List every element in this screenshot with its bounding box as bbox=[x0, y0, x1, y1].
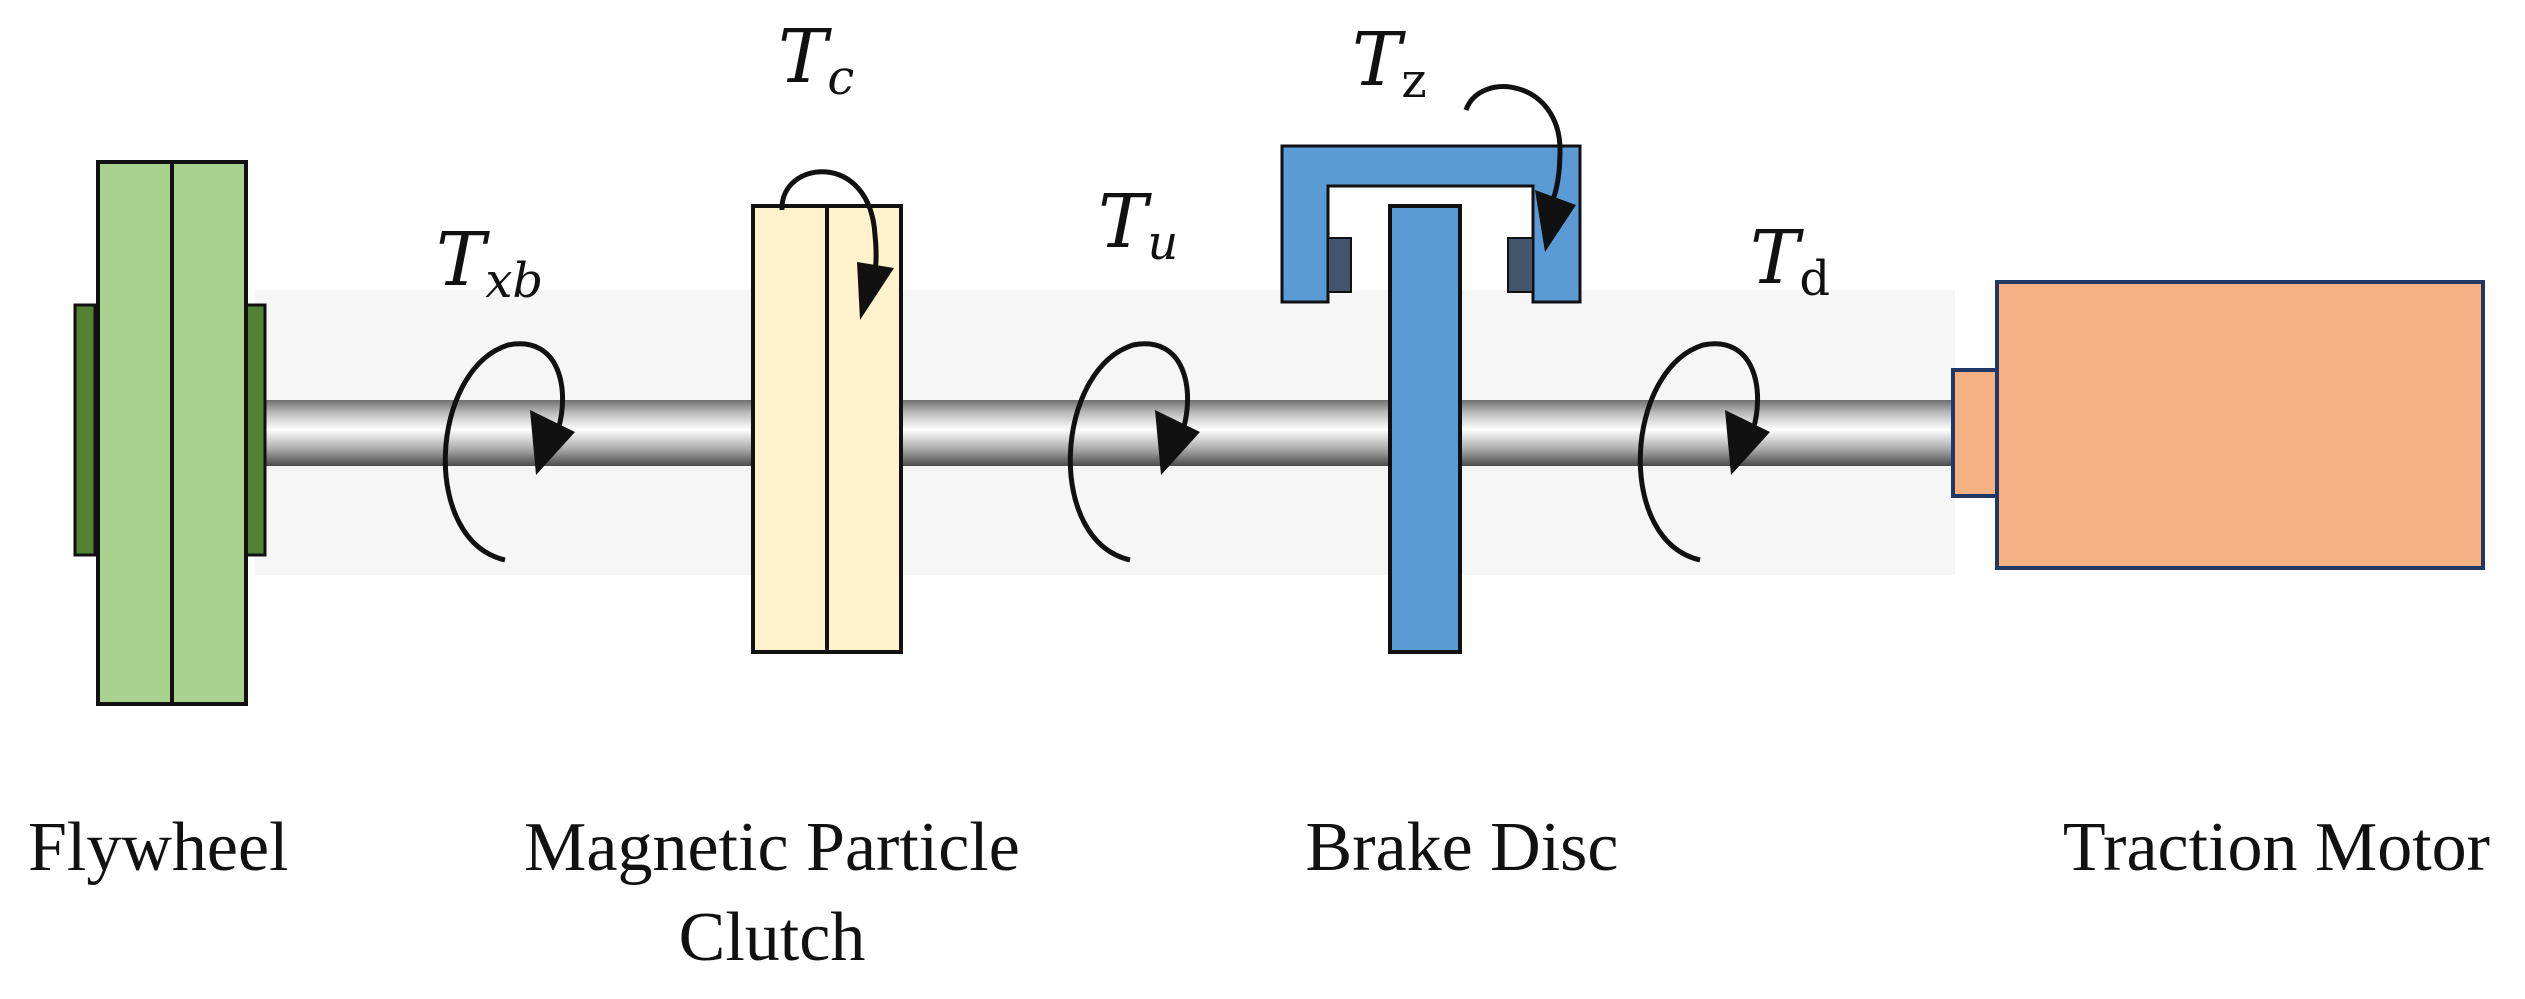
label-traction-motor: Traction Motor bbox=[2063, 809, 2490, 886]
brake-caliper bbox=[1280, 144, 1582, 304]
rotation-arrow-c bbox=[779, 169, 879, 277]
brake-pad-left bbox=[1327, 237, 1352, 293]
motor-body bbox=[1995, 280, 2485, 570]
brake-disc bbox=[1388, 204, 1462, 654]
arrowhead-d bbox=[1725, 410, 1770, 475]
arrow-heads bbox=[530, 190, 1770, 475]
arrowhead-u bbox=[1155, 410, 1200, 475]
traction-motor bbox=[1951, 280, 2485, 570]
label-brake-disc: Brake Disc bbox=[1306, 809, 1619, 886]
motor-shaft-coupler bbox=[1951, 368, 2001, 498]
rotation-arrows bbox=[442, 84, 1761, 563]
arrowhead-z bbox=[1535, 190, 1576, 252]
rotation-arrow-z bbox=[1463, 84, 1563, 203]
label-clutch-line2: Clutch bbox=[679, 899, 866, 976]
brake-pad-right bbox=[1507, 237, 1534, 293]
label-flywheel: Flywheel bbox=[28, 809, 289, 886]
brake-disc-assembly bbox=[1280, 144, 1582, 654]
torque-label-c: Tc bbox=[778, 14, 854, 106]
arrowhead-c bbox=[857, 262, 894, 320]
label-clutch-line1: Magnetic Particle bbox=[524, 809, 1020, 886]
rotation-arrow-xb bbox=[442, 341, 566, 563]
flywheel bbox=[73, 160, 267, 706]
rotation-arrow-u bbox=[1067, 341, 1191, 563]
torque-label-z: Tz bbox=[1352, 17, 1427, 109]
torque-label-u: Tu bbox=[1098, 179, 1178, 271]
arrowhead-xb bbox=[530, 410, 575, 475]
shaft bbox=[250, 400, 1960, 466]
flywheel-hub-left bbox=[73, 303, 97, 557]
torque-label-xb: Txb bbox=[436, 217, 543, 309]
torque-label-d: Td bbox=[1750, 215, 1830, 307]
rotation-arrow-d bbox=[1637, 341, 1761, 563]
